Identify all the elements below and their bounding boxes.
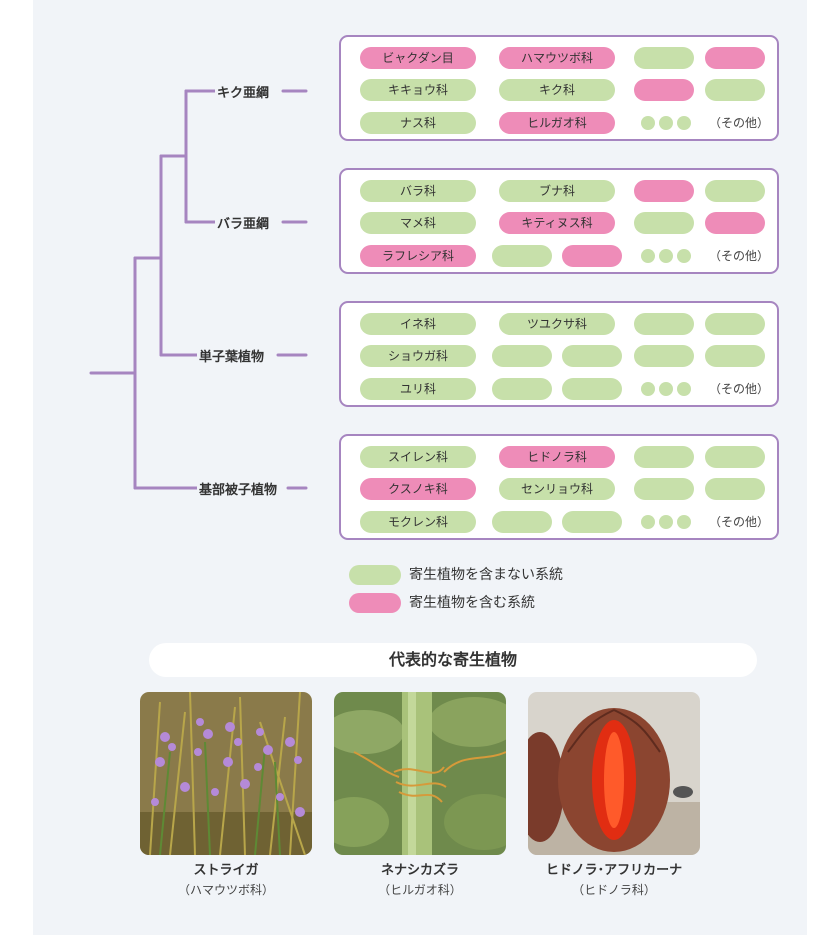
unnamed-lineage-pill [492, 378, 552, 400]
legend-text-nonparasitic: 寄生植物を含まない系統 [409, 567, 563, 583]
unnamed-lineage-pill [705, 212, 765, 234]
more-dot [641, 116, 655, 130]
unnamed-lineage-pill [492, 345, 552, 367]
unnamed-lineage-pill [705, 478, 765, 500]
family-pill: ショウガ科 [360, 345, 476, 367]
family-pill: キク科 [499, 79, 615, 101]
unnamed-lineage-pill [634, 212, 694, 234]
caption-name: ストライガ [193, 863, 259, 878]
unnamed-lineage-pill [705, 345, 765, 367]
family-pill: ユリ科 [360, 378, 476, 400]
family-pill: バラ科 [360, 180, 476, 202]
family-pill: ブナ科 [499, 180, 615, 202]
photo-hydnora [528, 692, 700, 855]
unnamed-lineage-pill [562, 345, 622, 367]
legend-text-parasitic: 寄生植物を含む系統 [409, 595, 535, 611]
family-pill: ヒドノラ科 [499, 446, 615, 468]
branch-label-bara: バラ亜綱 [215, 213, 272, 232]
branch-label-kibu: 基部被子植物 [197, 479, 280, 498]
unnamed-lineage-pill [634, 47, 694, 69]
phylogenetic-tree [89, 89, 308, 490]
more-dot [641, 515, 655, 529]
group-box-1: バラ科 ブナ科マメ科 キティヌス科ラフレシア科 （その他） [339, 168, 779, 274]
unnamed-lineage-pill [634, 345, 694, 367]
unnamed-lineage-pill [634, 180, 694, 202]
caption-name: ヒドノラ･アフリカーナ [545, 863, 683, 878]
family-pill: センリョウ科 [499, 478, 615, 500]
others-label: （その他） [709, 249, 770, 263]
caption-cuscuta: ネナシカズラ （ヒルガオ科） [334, 862, 506, 900]
diagram-canvas: キク亜綱 バラ亜綱 単子葉植物 基部被子植物 ビャクダン目 ハマウツボ科キキョウ科… [33, 0, 807, 935]
unnamed-lineage-pill [705, 180, 765, 202]
more-dot [641, 249, 655, 263]
caption-family: （ヒドノラ科） [572, 883, 656, 897]
family-pill: イネ科 [360, 313, 476, 335]
family-pill: ツユクサ科 [499, 313, 615, 335]
unnamed-lineage-pill [705, 313, 765, 335]
unnamed-lineage-pill [562, 378, 622, 400]
unnamed-lineage-pill [562, 511, 622, 533]
unnamed-lineage-pill [562, 245, 622, 267]
more-dot [677, 515, 691, 529]
caption-family: （ハマウツボ科） [177, 883, 274, 897]
caption-hydnora: ヒドノラ･アフリカーナ （ヒドノラ科） [528, 862, 700, 900]
unnamed-lineage-pill [634, 313, 694, 335]
group-box-2: イネ科 ツユクサ科ショウガ科ユリ科 （その他） [339, 301, 779, 407]
family-pill: ラフレシア科 [360, 245, 476, 267]
more-dot [677, 382, 691, 396]
group-box-3: スイレン科 ヒドノラ科クスノキ科 センリョウ科モクレン科 （その他） [339, 434, 779, 540]
unnamed-lineage-pill [492, 511, 552, 533]
family-pill: ヒルガオ科 [499, 112, 615, 134]
family-pill: マメ科 [360, 212, 476, 234]
family-pill: モクレン科 [360, 511, 476, 533]
unnamed-lineage-pill [705, 47, 765, 69]
more-dot [659, 116, 673, 130]
more-dot [677, 116, 691, 130]
unnamed-lineage-pill [492, 245, 552, 267]
legend-swatch-pink [349, 593, 401, 613]
family-pill: キキョウ科 [360, 79, 476, 101]
unnamed-lineage-pill [634, 446, 694, 468]
branch-label-tanshiyou: 単子葉植物 [197, 346, 267, 365]
unnamed-lineage-pill [634, 79, 694, 101]
others-label: （その他） [709, 515, 770, 529]
legend-swatch-green [349, 565, 401, 585]
more-dot [659, 382, 673, 396]
others-label: （その他） [709, 116, 770, 130]
family-pill: ナス科 [360, 112, 476, 134]
more-dot [659, 249, 673, 263]
group-box-0: ビャクダン目 ハマウツボ科キキョウ科 キク科ナス科 ヒルガオ科 （その他） [339, 35, 779, 141]
unnamed-lineage-pill [705, 446, 765, 468]
caption-family: （ヒルガオ科） [378, 883, 462, 897]
representative-title: 代表的な寄生植物 [149, 643, 757, 677]
photo-cuscuta [334, 692, 506, 855]
unnamed-lineage-pill [705, 79, 765, 101]
more-dot [641, 382, 655, 396]
family-pill: ハマウツボ科 [499, 47, 615, 69]
others-label: （その他） [709, 382, 770, 396]
caption-striga: ストライガ （ハマウツボ科） [140, 862, 312, 900]
family-pill: キティヌス科 [499, 212, 615, 234]
unnamed-lineage-pill [634, 478, 694, 500]
branch-label-kiku: キク亜綱 [215, 82, 272, 101]
family-pill: スイレン科 [360, 446, 476, 468]
more-dot [677, 249, 691, 263]
family-pill: ビャクダン目 [360, 47, 476, 69]
photo-striga [140, 692, 312, 855]
more-dot [659, 515, 673, 529]
family-pill: クスノキ科 [360, 478, 476, 500]
caption-name: ネナシカズラ [380, 863, 459, 878]
